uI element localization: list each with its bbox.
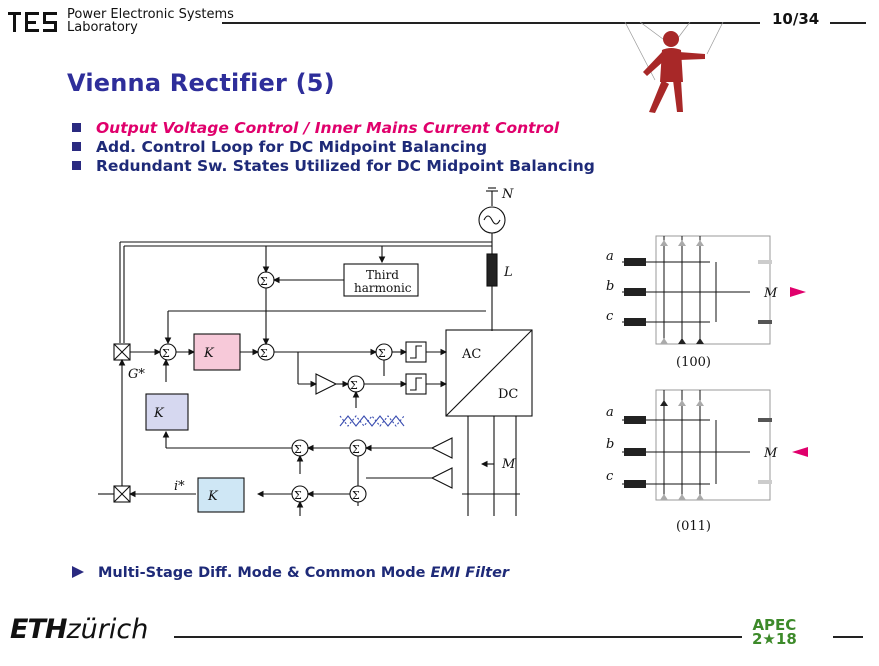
apec-line2: 2★18 bbox=[752, 630, 797, 648]
pes-logo-icon bbox=[8, 12, 57, 32]
sum-symbol: Σ bbox=[162, 347, 170, 360]
phase-b-label: b bbox=[606, 279, 614, 294]
ku-label: K bbox=[207, 489, 219, 504]
third-harmonic-label2: harmonic bbox=[354, 281, 412, 295]
arrow-right-icon bbox=[790, 287, 806, 297]
sum-symbol: Σ bbox=[294, 443, 302, 456]
page-title: Vienna Rectifier (5) bbox=[67, 69, 335, 97]
bottom-bullet-italic: EMI Filter bbox=[430, 565, 510, 581]
triangle-bullet-icon bbox=[72, 566, 84, 578]
bullet-square-icon bbox=[72, 123, 81, 132]
phase-a-label: a bbox=[606, 249, 614, 264]
sum-symbol: Σ bbox=[352, 443, 360, 456]
bottom-bullet-text: Multi-Stage Diff. Mode & Common Mode bbox=[98, 565, 431, 581]
ac-label: AC bbox=[461, 347, 481, 362]
ks-label: K bbox=[153, 406, 165, 421]
bullet-text: Add. Control Loop for DC Midpoint Balanc… bbox=[96, 138, 488, 156]
bottom-bullet: Multi-Stage Diff. Mode & Common Mode EMI… bbox=[72, 565, 509, 581]
phase-c-label: c bbox=[606, 309, 614, 324]
phase-a-label: a bbox=[606, 405, 614, 420]
state-100-label: (100) bbox=[676, 355, 711, 370]
footer-divider bbox=[174, 636, 742, 638]
lab-name-line1: Power Electronic Systems bbox=[67, 7, 234, 22]
control-block-diagram: N L Third harmonic K K K AC DC M G* i* Σ… bbox=[98, 187, 533, 516]
marionette-icon bbox=[624, 22, 724, 113]
eth-logo-rest: zürich bbox=[66, 614, 149, 645]
midpoint-label: M bbox=[501, 457, 516, 472]
sum-symbol: Σ bbox=[378, 347, 386, 360]
sum-symbol: Σ bbox=[352, 489, 360, 502]
bullet-item: Add. Control Loop for DC Midpoint Balanc… bbox=[72, 138, 487, 156]
bullet-square-icon bbox=[72, 142, 81, 151]
label-N: N bbox=[501, 187, 514, 202]
sum-symbol: Σ bbox=[260, 347, 268, 360]
bullet-square-icon bbox=[72, 161, 81, 170]
ks-controller-block bbox=[145, 393, 189, 431]
ku-controller-block bbox=[197, 477, 245, 513]
eth-logo: ETHzürich bbox=[10, 614, 148, 645]
switching-states-diagram: a b c M a b c M (100) (011) bbox=[606, 235, 808, 534]
ki-label: K bbox=[203, 346, 215, 361]
state-011-label: (011) bbox=[676, 519, 711, 534]
dc-label: DC bbox=[498, 387, 518, 402]
sum-symbol: Σ bbox=[260, 275, 268, 288]
eth-logo-bold: ETH bbox=[10, 614, 67, 645]
g-star-label: G* bbox=[128, 367, 145, 382]
phase-c-label: c bbox=[606, 469, 614, 484]
apec-line1: APEC bbox=[752, 616, 797, 634]
footer-divider-right bbox=[833, 636, 863, 638]
midpoint-label: M bbox=[763, 446, 778, 461]
bullet-item: Redundant Sw. States Utilized for DC Mid… bbox=[72, 157, 595, 175]
sum-symbol: Σ bbox=[294, 489, 302, 502]
sum-symbol: Σ bbox=[350, 379, 358, 392]
third-harmonic-label1: Third bbox=[366, 268, 399, 282]
ki-controller-block bbox=[193, 333, 241, 371]
header-divider-right bbox=[830, 22, 866, 24]
midpoint-label: M bbox=[763, 286, 778, 301]
page-number: 10/34 bbox=[772, 10, 820, 28]
bullet-item: Output Voltage Control / Inner Mains Cur… bbox=[72, 119, 559, 137]
i-star-label: i* bbox=[174, 479, 185, 494]
arrow-left-icon bbox=[792, 447, 808, 457]
lab-name-line2: Laboratory bbox=[67, 20, 138, 35]
bullet-text: Output Voltage Control / Inner Mains Cur… bbox=[96, 119, 560, 137]
bullet-text: Redundant Sw. States Utilized for DC Mid… bbox=[96, 157, 595, 175]
header-divider bbox=[222, 22, 760, 24]
phase-b-label: b bbox=[606, 437, 614, 452]
label-L: L bbox=[503, 265, 513, 280]
